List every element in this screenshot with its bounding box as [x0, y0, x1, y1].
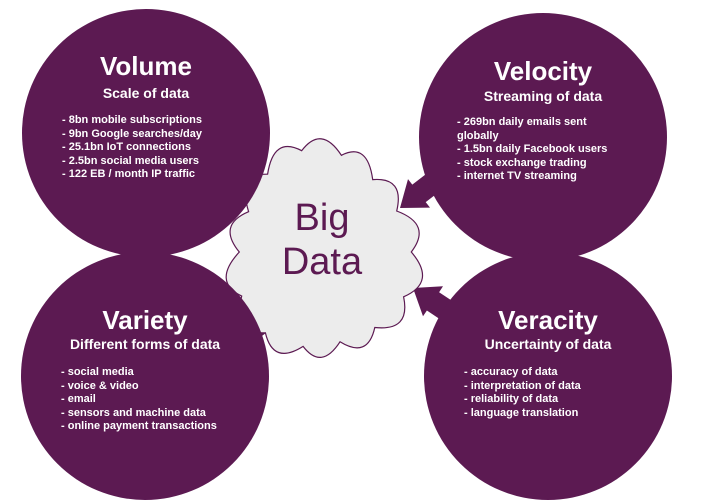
list-item: - internet TV streaming: [457, 170, 577, 182]
list-item: - reliability of data: [464, 393, 559, 405]
variety-title: Variety: [102, 305, 188, 335]
variety-list: - social media - voice & video - email -…: [61, 366, 217, 434]
list-item: - 2.5bn social media users: [62, 154, 199, 167]
list-item: - 9bn Google searches/day: [62, 127, 202, 140]
variety-subtitle: Different forms of data: [69, 336, 221, 352]
list-item: - 1.5bn daily Facebook users: [457, 143, 608, 155]
volume-circle: Volume Scale of data - 8bn mobile subscr…: [22, 9, 270, 257]
list-item: - email: [61, 393, 96, 405]
velocity-list: - 269bn daily emails sent globally - 1.5…: [457, 116, 617, 184]
variety-circle: Variety Different forms of data - social…: [21, 252, 269, 500]
list-item: - 122 EB / month IP traffic: [62, 168, 196, 180]
list-item: - interpretation of data: [464, 379, 581, 392]
veracity-subtitle: Uncertainty of data: [484, 336, 612, 352]
velocity-subtitle: Streaming of data: [483, 88, 603, 104]
list-item: - 25.1bn IoT connections: [62, 141, 191, 153]
velocity-circle: Velocity Streaming of data - 269bn daily…: [419, 13, 667, 261]
list-item: - accuracy of data: [464, 366, 558, 378]
volume-title: Volume: [100, 51, 192, 81]
volume-subtitle: Scale of data: [102, 85, 190, 101]
list-item: - 8bn mobile subscriptions: [62, 114, 202, 126]
list-item: - social media: [61, 366, 134, 378]
list-item: - voice & video: [61, 379, 139, 392]
velocity-title: Velocity: [493, 56, 593, 86]
list-item: - language translation: [464, 406, 579, 419]
center-label-line-2: Data: [281, 241, 363, 283]
center-label: Big Data: [252, 196, 392, 284]
veracity-circle: Veracity Uncertainty of data - accuracy …: [424, 252, 672, 500]
list-item: - stock exchange trading: [457, 156, 587, 169]
volume-list: - 8bn mobile subscriptions - 9bn Google …: [62, 114, 202, 182]
center-label-line-1: Big: [294, 197, 350, 239]
cloud-shape: [225, 138, 424, 358]
list-item: - 269bn daily emails sent globally: [457, 116, 587, 142]
list-item: - online payment transactions: [61, 420, 217, 432]
veracity-title: Veracity: [498, 305, 598, 335]
list-item: - sensors and machine data: [61, 406, 206, 419]
veracity-list: - accuracy of data - interpretation of d…: [464, 366, 581, 420]
